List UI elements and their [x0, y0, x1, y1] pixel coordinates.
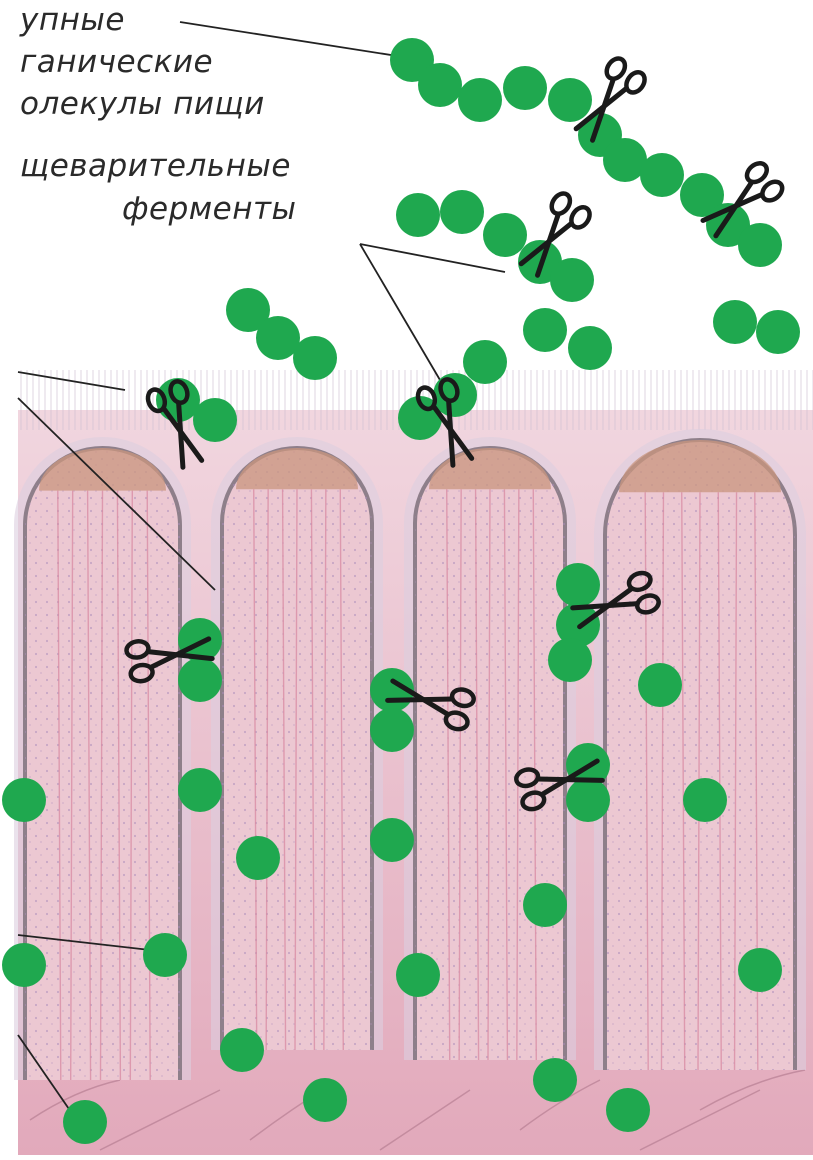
molecule: [606, 1088, 650, 1132]
molecule: [533, 1058, 577, 1102]
molecule: [566, 778, 610, 822]
molecule: [523, 308, 567, 352]
molecule: [396, 953, 440, 997]
molecule: [236, 836, 280, 880]
molecule: [2, 778, 46, 822]
villus: [25, 448, 180, 1080]
molecule: [640, 153, 684, 197]
label-food-line-1: упные: [20, 0, 125, 40]
molecule: [303, 1078, 347, 1122]
molecule: [293, 336, 337, 380]
molecule: [396, 193, 440, 237]
molecule: [193, 398, 237, 442]
molecule: [143, 933, 187, 977]
label-enzymes-line-2: ферменты: [122, 189, 297, 229]
label-enzymes-line-1: щеварительные: [20, 146, 291, 186]
label-food-line-3: олекулы пищи: [20, 84, 265, 124]
molecule: [256, 316, 300, 360]
leader-line: [360, 244, 440, 380]
villus: [222, 448, 372, 1050]
molecule: [568, 326, 612, 370]
molecule: [683, 778, 727, 822]
molecule: [220, 1028, 264, 1072]
molecule: [2, 943, 46, 987]
molecule: [483, 213, 527, 257]
label-food-line-2: ганические: [20, 42, 213, 82]
molecule: [756, 310, 800, 354]
molecule: [738, 223, 782, 267]
leader-line: [360, 244, 505, 272]
molecule: [503, 66, 547, 110]
molecule: [713, 300, 757, 344]
leader-line: [180, 22, 410, 58]
molecule: [548, 638, 592, 682]
molecule: [458, 78, 502, 122]
molecule: [178, 658, 222, 702]
molecule: [370, 708, 414, 752]
molecule: [463, 340, 507, 384]
molecule: [370, 818, 414, 862]
molecule: [63, 1100, 107, 1144]
molecule: [440, 190, 484, 234]
molecule: [550, 258, 594, 302]
molecule: [738, 948, 782, 992]
molecule: [523, 883, 567, 927]
molecule: [556, 563, 600, 607]
molecule: [178, 768, 222, 812]
molecule: [548, 78, 592, 122]
molecule: [638, 663, 682, 707]
molecule: [418, 63, 462, 107]
